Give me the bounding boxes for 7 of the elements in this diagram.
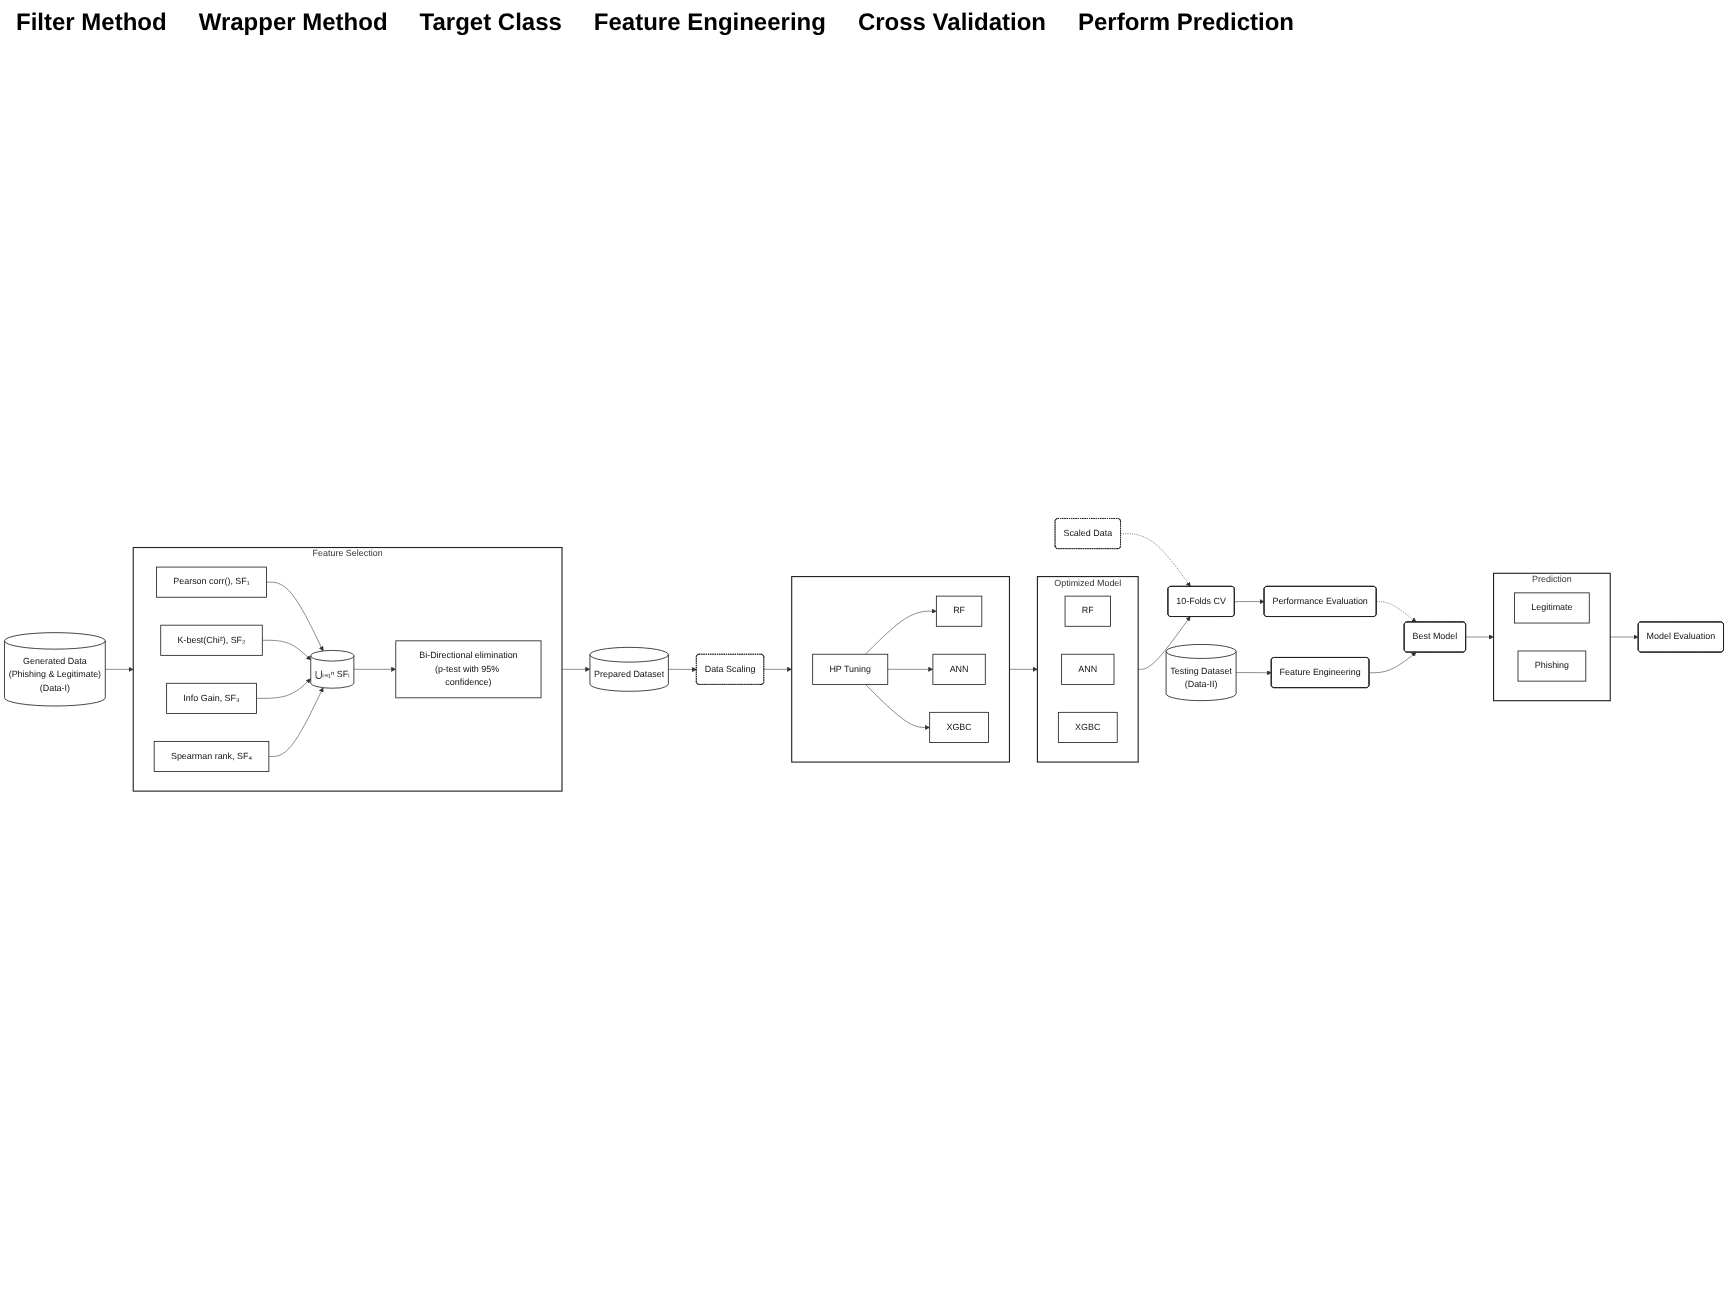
section-label: Filter Method xyxy=(16,8,167,36)
cluster xyxy=(791,575,1011,762)
section-label: Wrapper Method xyxy=(198,8,388,36)
section-label: Feature Engineering xyxy=(593,8,826,36)
section-label: Perform Prediction xyxy=(1077,8,1295,36)
section-label: Target Class xyxy=(419,8,562,36)
section-label: Cross Validation xyxy=(857,8,1046,36)
